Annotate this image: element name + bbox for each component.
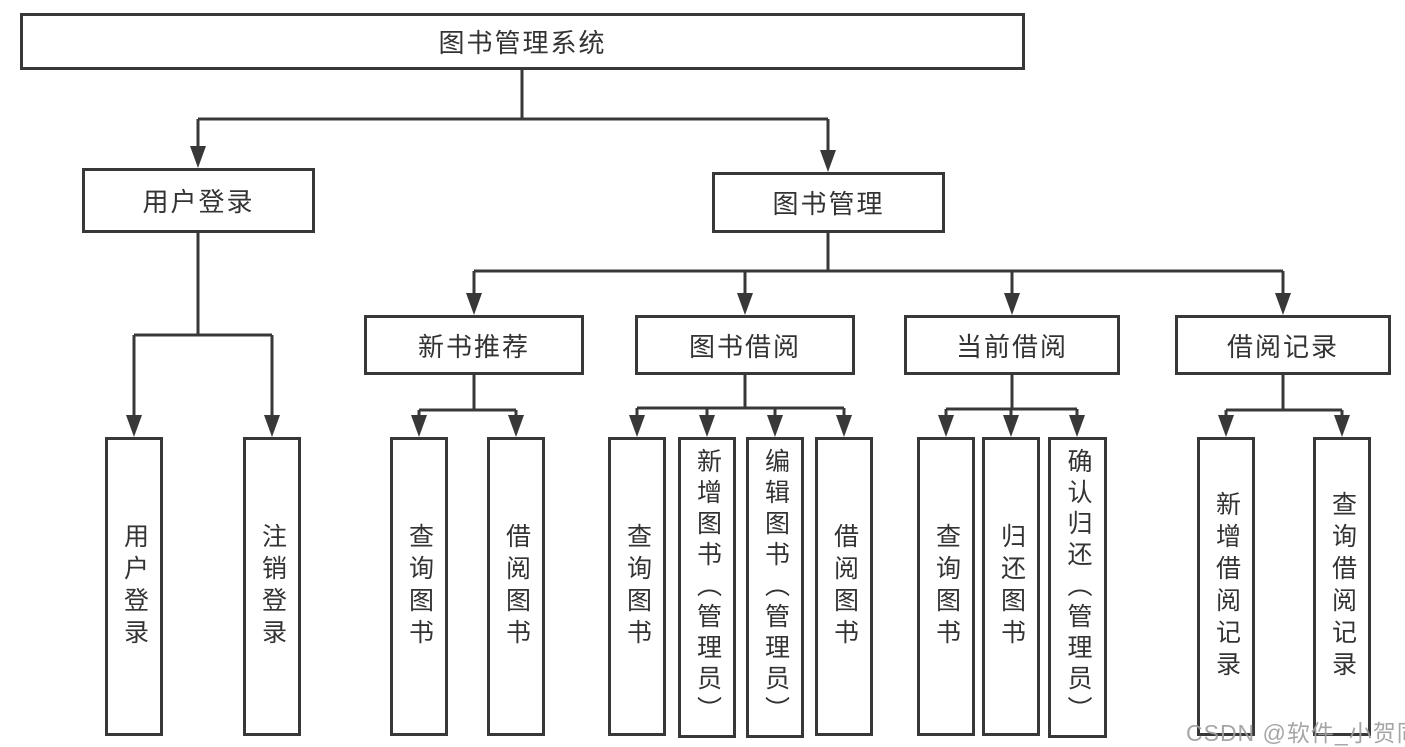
leaf-add-books-admin-label: 新增图书（管理员） bbox=[693, 448, 722, 727]
leaf-confirm-return-admin: 确认归还（管理员） bbox=[1048, 437, 1107, 738]
leaf-query-books-current: 查询图书 bbox=[917, 437, 975, 736]
leaf-borrow-books: 借阅图书 bbox=[815, 437, 873, 736]
leaf-query-books-recommend-label: 查询图书 bbox=[405, 522, 434, 651]
watermark-text: CSDN @软件_小贺同学 bbox=[1186, 720, 1405, 746]
leaf-borrow-books-recommend-label: 借阅图书 bbox=[502, 522, 531, 651]
node-library-system: 图书管理系统 bbox=[20, 13, 1025, 70]
leaf-logout: 注销登录 bbox=[243, 437, 301, 736]
node-borrowing-records: 借阅记录 bbox=[1175, 315, 1391, 375]
leaf-query-borrow-record-label: 查询借阅记录 bbox=[1328, 490, 1357, 683]
leaf-user-login: 用户登录 bbox=[105, 437, 163, 736]
leaf-query-books-borrowing: 查询图书 bbox=[608, 437, 666, 736]
leaf-add-books-admin: 新增图书（管理员） bbox=[678, 437, 736, 738]
leaf-edit-books-admin-label: 编辑图书（管理员） bbox=[761, 448, 790, 727]
leaf-return-books: 归还图书 bbox=[982, 437, 1040, 736]
leaf-borrow-books-label: 借阅图书 bbox=[830, 522, 859, 651]
leaf-edit-books-admin: 编辑图书（管理员） bbox=[746, 437, 804, 738]
node-user-login-label: 用户登录 bbox=[142, 187, 255, 217]
node-book-borrowing-label: 图书借阅 bbox=[688, 331, 801, 362]
node-current-borrowing-label: 当前借阅 bbox=[955, 331, 1068, 362]
leaf-query-books-recommend: 查询图书 bbox=[390, 437, 448, 736]
node-book-management-label: 图书管理 bbox=[772, 189, 885, 219]
node-library-system-label: 图书管理系统 bbox=[438, 28, 607, 58]
node-new-book-recommend: 新书推荐 bbox=[364, 315, 584, 375]
leaf-query-books-current-label: 查询图书 bbox=[932, 522, 961, 651]
leaf-borrow-books-recommend: 借阅图书 bbox=[487, 437, 545, 736]
leaf-confirm-return-admin-label: 确认归还（管理员） bbox=[1064, 448, 1092, 727]
node-book-management: 图书管理 bbox=[712, 172, 945, 233]
leaf-return-books-label: 归还图书 bbox=[997, 522, 1026, 651]
node-user-login: 用户登录 bbox=[82, 168, 315, 233]
leaf-add-borrow-record: 新增借阅记录 bbox=[1197, 437, 1255, 736]
node-current-borrowing: 当前借阅 bbox=[904, 315, 1120, 375]
leaf-query-books-borrowing-label: 查询图书 bbox=[623, 522, 652, 651]
node-book-borrowing: 图书借阅 bbox=[635, 315, 855, 375]
node-borrowing-records-label: 借阅记录 bbox=[1226, 331, 1339, 362]
node-new-book-recommend-label: 新书推荐 bbox=[417, 331, 530, 362]
leaf-query-borrow-record: 查询借阅记录 bbox=[1313, 437, 1371, 736]
leaf-user-login-label: 用户登录 bbox=[120, 522, 149, 651]
leaf-logout-label: 注销登录 bbox=[258, 522, 287, 651]
leaf-add-borrow-record-label: 新增借阅记录 bbox=[1212, 490, 1241, 683]
